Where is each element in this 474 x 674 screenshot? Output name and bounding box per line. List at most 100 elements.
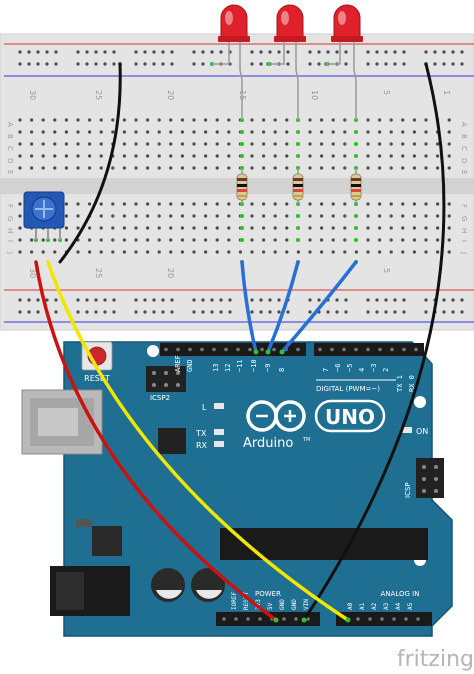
hole (157, 214, 161, 218)
icsp2-label: ICSP2 (150, 394, 170, 402)
hole (88, 142, 92, 146)
pin-label-3: ~3 (370, 364, 378, 372)
hole (308, 250, 312, 254)
hole (204, 238, 208, 242)
resistor-3[interactable] (350, 168, 362, 204)
hole (424, 202, 428, 206)
hole (401, 250, 405, 254)
hole (285, 118, 289, 122)
uno-badge (314, 399, 386, 433)
hole (76, 62, 80, 66)
wire-yellow-a0[interactable] (46, 260, 350, 622)
arduino-uno-board: RESET ICSP2 AREF GND 13 12 ~11 ~10 ~9 8 … (21, 341, 453, 637)
active-hole (354, 226, 358, 230)
hole (378, 166, 382, 170)
hole (53, 130, 57, 134)
red-led-1[interactable] (212, 4, 250, 120)
hole (41, 166, 45, 170)
hole (76, 154, 80, 158)
hole (146, 226, 150, 230)
hole (366, 226, 370, 230)
hole (143, 310, 147, 314)
resistor-2[interactable] (292, 168, 304, 204)
hole (99, 226, 103, 230)
hole (111, 118, 115, 122)
hole (378, 214, 382, 218)
hole (157, 154, 161, 158)
hole (228, 310, 232, 314)
hole (210, 298, 214, 302)
wire-blue-pin10[interactable] (266, 260, 300, 354)
resistor-1[interactable] (236, 168, 248, 204)
hole (366, 118, 370, 122)
hole (76, 166, 80, 170)
potentiometer[interactable] (23, 191, 65, 240)
red-led-3[interactable] (326, 4, 363, 120)
hole (354, 347, 358, 352)
red-led-2[interactable] (268, 4, 306, 120)
hole (262, 226, 266, 230)
hole (94, 310, 98, 314)
hole (308, 310, 312, 314)
hole (273, 118, 277, 122)
hole (192, 214, 196, 218)
hole (262, 250, 266, 254)
hole (215, 202, 219, 206)
hole (317, 298, 321, 302)
hole (451, 310, 455, 314)
hole (169, 166, 173, 170)
wire-red-5v[interactable] (34, 260, 278, 622)
hole (320, 142, 324, 146)
wire-blue-pin11[interactable] (240, 260, 258, 354)
hole (250, 166, 254, 170)
hole (366, 238, 370, 242)
hole (134, 238, 138, 242)
hole (215, 142, 219, 146)
column-number-30-bottom: 30 (28, 268, 37, 278)
hole (285, 226, 289, 230)
hole (64, 166, 68, 170)
hole (134, 226, 138, 230)
hole (27, 50, 31, 54)
row-letter-h: H (6, 228, 14, 233)
hole (331, 226, 335, 230)
hole (134, 50, 138, 54)
hole (134, 130, 138, 134)
hole (103, 310, 107, 314)
hole (204, 250, 208, 254)
hole (227, 202, 231, 206)
hole (447, 214, 451, 218)
hole (366, 154, 370, 158)
hole (282, 617, 286, 621)
hole (30, 166, 34, 170)
wires (34, 62, 446, 623)
hole (433, 62, 437, 66)
hole (366, 214, 370, 218)
hole (250, 50, 254, 54)
hole (234, 617, 238, 621)
usb-chip (158, 428, 186, 454)
hole (146, 250, 150, 254)
wire-black-pot-gnd[interactable] (58, 62, 122, 264)
arduino-logo (246, 400, 306, 432)
hole (88, 118, 92, 122)
resistors (236, 168, 362, 204)
hole (157, 226, 161, 230)
hole (99, 154, 103, 158)
wire-black-board-gnd[interactable] (302, 62, 446, 622)
wire-blue-pin9[interactable] (280, 260, 358, 354)
hole (262, 130, 266, 134)
hole (277, 298, 281, 302)
top-rail-holes (18, 50, 464, 66)
mounting-hole (414, 396, 426, 408)
hole (308, 202, 312, 206)
hole (180, 214, 184, 218)
hole (412, 166, 416, 170)
row-letter-i: I (6, 240, 14, 242)
hole (354, 250, 358, 254)
hole (53, 166, 57, 170)
active-hole (296, 154, 300, 158)
hole (320, 154, 324, 158)
hole (192, 310, 196, 314)
